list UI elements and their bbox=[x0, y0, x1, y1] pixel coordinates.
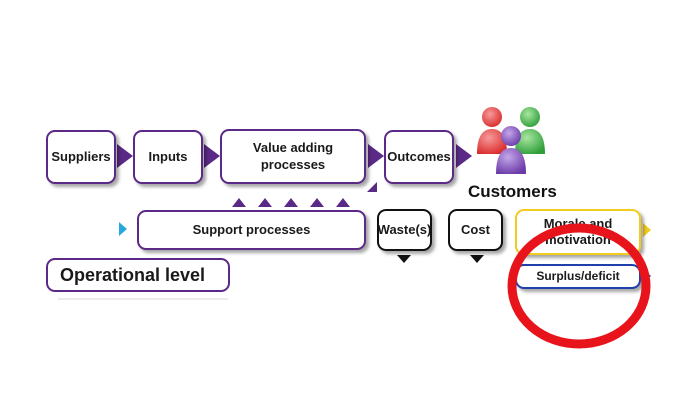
cost-box: Cost bbox=[448, 209, 503, 251]
operational-level-box: Operational level bbox=[46, 258, 230, 292]
customers-icon bbox=[477, 107, 545, 174]
waste-box: Waste(s) bbox=[377, 209, 432, 251]
chevron-right-icon bbox=[456, 144, 472, 168]
operational-level-label: Operational level bbox=[60, 264, 206, 285]
blue-arrow-icon bbox=[643, 269, 651, 283]
outcomes-box: Outcomes bbox=[384, 130, 454, 184]
morale-motivation-box: Morale and motivation bbox=[515, 209, 641, 255]
support-processes-box: Support processes bbox=[137, 210, 366, 250]
suppliers-label: Suppliers bbox=[51, 148, 111, 164]
triangle-down-icon bbox=[470, 255, 484, 263]
chevron-right-icon bbox=[368, 144, 384, 168]
value-adding-label: Value adding processes bbox=[252, 140, 334, 172]
yellow-arrow-icon bbox=[643, 223, 651, 237]
triangle-up-icon bbox=[284, 198, 298, 207]
outcomes-label: Outcomes bbox=[387, 148, 451, 164]
morale-motivation-label: Morale and motivation bbox=[543, 215, 613, 247]
start-marker-icon bbox=[119, 222, 127, 236]
triangle-up-icon bbox=[258, 198, 272, 207]
chevron-right-icon bbox=[117, 144, 133, 168]
surplus-deficit-label: Surplus/deficit bbox=[536, 269, 620, 283]
surplus-deficit-box: Surplus/deficit bbox=[515, 264, 641, 289]
cost-label: Cost bbox=[461, 221, 490, 237]
waste-label: Waste(s) bbox=[377, 221, 432, 237]
value-adding-processes-box: Value adding processes bbox=[220, 129, 366, 184]
inputs-box: Inputs bbox=[133, 130, 203, 184]
corner-wedge-icon bbox=[367, 182, 377, 192]
support-processes-label: Support processes bbox=[192, 221, 311, 237]
inputs-label: Inputs bbox=[148, 148, 188, 164]
triangle-up-icon bbox=[336, 198, 350, 207]
chevron-right-icon bbox=[204, 144, 220, 168]
customers-label: Customers bbox=[468, 182, 557, 201]
triangle-down-icon bbox=[397, 255, 411, 263]
suppliers-box: Suppliers bbox=[46, 130, 116, 184]
triangle-up-icon bbox=[310, 198, 324, 207]
triangle-up-icon bbox=[232, 198, 246, 207]
